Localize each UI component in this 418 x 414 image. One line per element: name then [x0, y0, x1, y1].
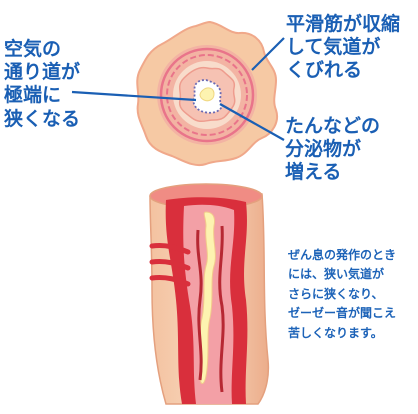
airway-longitudinal — [150, 184, 268, 404]
label-secretion: たんなどの 分泌物が 増える — [285, 115, 415, 185]
label-narrow-airway: 空気の 通り道が 極端に 狭くなる — [4, 38, 114, 131]
description-text: ぜん息の発作のとき には、狭い気道が さらに狭くなり、 ゼーゼー音が聞こえ 苦し… — [288, 246, 418, 343]
label-smooth-muscle: 平滑筋が収縮 して気道が くびれる — [286, 13, 418, 83]
airway-cross-section — [137, 22, 277, 165]
